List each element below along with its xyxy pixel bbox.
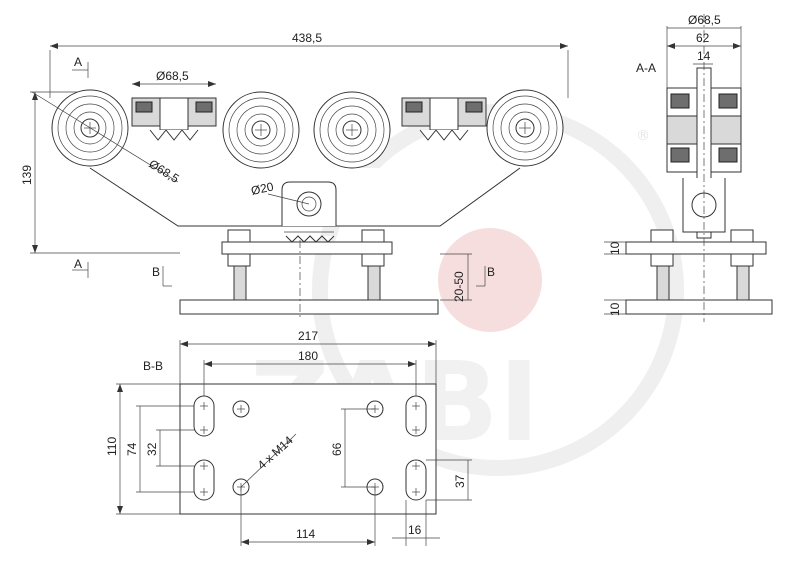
dim-line-wheel-diag xyxy=(31,91,179,183)
stud-right xyxy=(361,229,385,301)
dim-wheel-diameter-top: Ø68,5 xyxy=(156,69,189,83)
section-label-aa: A-A xyxy=(636,61,656,75)
dim-adjust-range: 20-50 xyxy=(452,271,466,302)
side-view-aa: A-A Ø68,5 62 14 10 xyxy=(604,13,773,322)
cut-mark-a-bottom: A xyxy=(74,257,82,271)
dim-height: 139 xyxy=(20,165,34,185)
base-plate-outline xyxy=(179,383,437,515)
base-plate-view: B-B 217 180 110 74 32 xyxy=(105,329,472,546)
dim-stud-distance: 114 xyxy=(296,527,315,541)
stud-hole-top-left xyxy=(232,400,250,418)
slot-top-left xyxy=(193,395,215,437)
wheel-4 xyxy=(486,89,564,167)
dim-plate-length: 217 xyxy=(298,329,318,343)
dim-plate-thickness-top: 10 xyxy=(608,241,622,255)
dim-side-diameter: Ø68,5 xyxy=(688,13,721,27)
cut-mark-b-right: B xyxy=(487,265,495,279)
side-stud-left xyxy=(650,229,674,301)
cut-mark-a-top: A xyxy=(74,55,82,69)
dim-hole-spacing-long: 180 xyxy=(298,349,318,363)
mount-plate-upper xyxy=(221,241,393,255)
watermark-registered-icon: ® xyxy=(636,128,650,144)
side-stud-right xyxy=(730,229,754,301)
dim-slot-width: 16 xyxy=(408,523,422,537)
section-label-bb: B-B xyxy=(143,359,163,373)
dim-plate-width: 14 xyxy=(697,49,711,63)
side-wheel-left xyxy=(131,97,217,141)
dim-slot-length: 37 xyxy=(453,474,467,488)
wheel-3 xyxy=(313,91,391,169)
front-view: 438,5 139 A A xyxy=(20,31,569,318)
dim-slot-span: 74 xyxy=(125,442,139,456)
dim-side-width: 62 xyxy=(696,31,710,45)
cut-mark-b-left: B xyxy=(152,265,160,279)
dim-overall-length: 438,5 xyxy=(292,31,322,45)
base-plate-front xyxy=(179,299,439,315)
dim-stud-spacing: 66 xyxy=(330,442,344,456)
wheel-2 xyxy=(222,91,300,169)
slot-top-right xyxy=(405,395,427,437)
dim-slot-spacing: 32 xyxy=(145,442,159,456)
dim-bracket-bore: Ø20 xyxy=(250,179,275,197)
slot-bottom-right xyxy=(405,459,427,501)
dim-plate-width-bb: 110 xyxy=(105,437,119,456)
slot-bottom-left xyxy=(193,459,215,501)
side-plate-upper xyxy=(625,241,767,255)
side-base-plate xyxy=(625,299,773,315)
stud-left xyxy=(227,229,251,301)
dim-plate-thickness-bottom: 10 xyxy=(608,302,622,316)
side-wheel-right xyxy=(401,97,487,141)
